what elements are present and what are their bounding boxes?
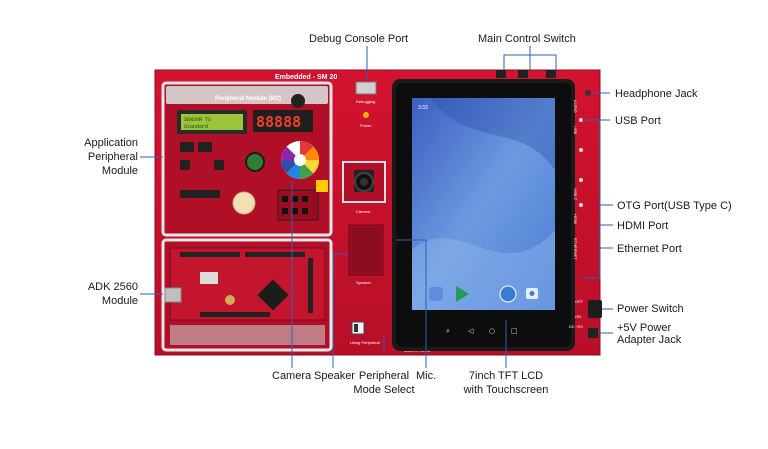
nav-recents-icon: □ (511, 327, 518, 335)
peripheral-mode-switch: Using Peripheral (350, 321, 380, 345)
gallery-app-icon (429, 287, 443, 301)
debugging-label: Debugging (356, 99, 375, 104)
label-main-control-switch: Main Control Switch (478, 33, 576, 45)
adk-2560-module (161, 238, 333, 352)
adk-chip (257, 279, 289, 311)
label-headphone-jack: Headphone Jack (615, 88, 698, 100)
label-debug-console-port: Debug Console Port (309, 33, 409, 45)
seven-segment-display (253, 110, 313, 132)
lcd-tablet: 3:33 ⌕ ◁ ○ □ (392, 79, 575, 351)
usb-board-label: USB (573, 126, 578, 135)
speaker-disc (291, 94, 305, 108)
lcd-line-1: SENSOR TS (184, 117, 211, 123)
application-peripheral-module: Peripheral Module (M2) SENSOR TS Standar… (161, 81, 333, 237)
label-ethernet-port: Ethernet Port (617, 243, 682, 255)
label-usb-port: USB Port (615, 115, 661, 127)
using-peripheral-label: Using Peripheral (350, 340, 380, 345)
debug-console-port (355, 81, 377, 95)
svg-text:88888: 88888 (256, 113, 301, 131)
label-power-adapter-1: +5V Power (617, 322, 672, 334)
weather-app-icon (499, 285, 517, 303)
label-speaker: Speaker (314, 370, 355, 382)
label-lcd-2: with Touchscreen (463, 384, 549, 396)
label-application-1: Application (84, 137, 138, 149)
lcd-screen (412, 98, 555, 310)
label-application-3: Module (101, 165, 138, 177)
label-camera: Camera (272, 370, 312, 382)
lcd-line-2: Standard (184, 124, 208, 130)
label-adk-1: ADK 2560 (87, 281, 138, 293)
label-peripheral-1: Peripheral (358, 370, 410, 382)
color-wheel (281, 141, 319, 179)
label-adk-2: Module (101, 295, 138, 307)
play-store-icon (456, 286, 469, 302)
dc-jack (588, 328, 598, 338)
label-application-2: Peripheral (87, 151, 138, 163)
label-hdmi-port: HDMI Port (617, 220, 669, 232)
headphone-jack (585, 90, 591, 96)
camera-module: Camera (342, 161, 386, 214)
round-sensor (232, 191, 256, 215)
headphone-board-label: AUDIO (573, 100, 578, 113)
otg-board-label: USB-C (573, 188, 578, 201)
potentiometer-knob (245, 152, 265, 172)
right-edge-ports: AUDIO USB USB-C HDMI ETHERNET OFF ON DC … (496, 70, 602, 338)
power-switch (588, 300, 602, 318)
label-peripheral-2: Mode Select (353, 384, 415, 396)
hdmi-board-label: HDMI (573, 214, 578, 224)
label-lcd-1: 7inch TFT LCD (468, 370, 544, 382)
ethernet-board-label: ETHERNET (573, 238, 578, 260)
nav-search-icon: ⌕ (446, 327, 450, 335)
speaker-board-label: Speaker (356, 280, 372, 285)
on-label: ON (575, 314, 581, 319)
module-title: Peripheral Module (M2) (215, 96, 281, 102)
power-led-label: Power (360, 123, 372, 128)
power-led (363, 112, 369, 118)
label-otg-port: OTG Port(USB Type C) (617, 200, 732, 212)
leader-lines (140, 46, 613, 368)
label-power-adapter-2: Adapter Jack (617, 334, 682, 346)
nav-home-icon: ○ (489, 327, 495, 335)
adk-usb-connector (164, 287, 182, 303)
dc-label: DC +5V (569, 324, 583, 329)
speaker-grill: Speaker (348, 224, 384, 285)
label-mic: Mic. (416, 370, 437, 382)
off-label: OFF (575, 299, 584, 304)
label-power-switch: Power Switch (617, 303, 684, 315)
board-title: Embedded - SM 20 (275, 74, 337, 81)
camera-board-label: Camera (356, 209, 371, 214)
screen-time: 3:33 (418, 105, 428, 111)
nav-back-icon: ◁ (468, 327, 474, 335)
